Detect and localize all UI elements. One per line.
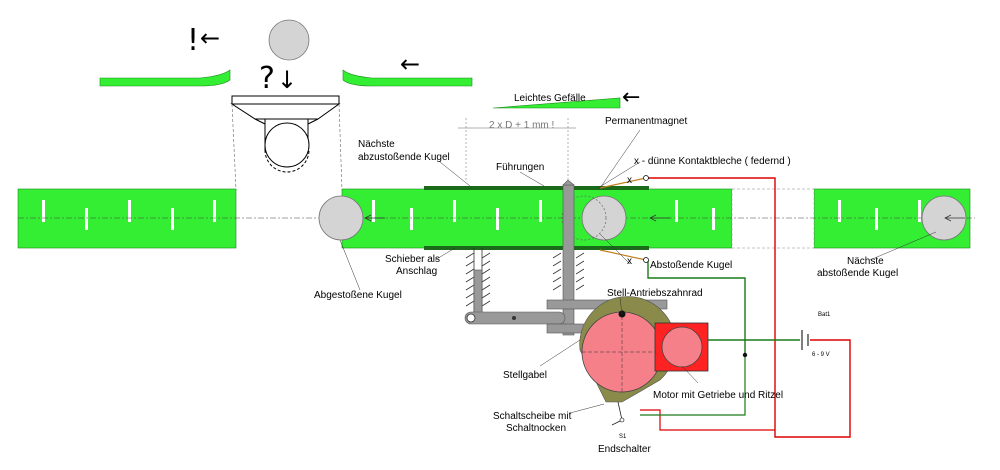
ejected-ball-label: Abgestoßene Kugel: [314, 290, 402, 301]
guides-label: Führungen: [496, 162, 544, 173]
stopper-cap: [562, 179, 575, 186]
red-wire: [648, 177, 851, 438]
motor-pinion: [661, 326, 703, 368]
down-arrow-icon: ↓: [277, 66, 297, 94]
track-segment-left: [17, 188, 237, 249]
contact-sheets-label: x - dünne Kontaktbleche ( federnd ): [634, 156, 791, 167]
next-ball-right-label-1: Nächste: [847, 256, 884, 267]
red-wire-switch: [640, 409, 775, 431]
contact-bottom: [599, 249, 647, 261]
mechanism: [464, 269, 709, 403]
end-switch-label: Endschalter: [598, 444, 651, 455]
green-wire: [647, 260, 746, 355]
wiring: [599, 175, 851, 438]
next-ball-outline: [561, 195, 607, 241]
slope-arrow-icon: ←: [622, 85, 640, 110]
linkage-pivot: [466, 313, 476, 323]
linkage-pin: [512, 316, 516, 320]
motor-label: Motor mit Getriebe und Ritzel: [653, 390, 783, 401]
drive-gear-label: Stell-Antriebszahnrad: [607, 288, 703, 299]
green-wire-switch: [640, 355, 746, 416]
left-feed-track: [99, 69, 231, 87]
contact-x-bottom: x: [627, 256, 632, 267]
guide-rail-bottom: [424, 246, 649, 250]
next-ball-label-1: Nächste: [358, 139, 395, 150]
track-arrows: [364, 214, 965, 222]
right-feed-arrow-icon: ←: [400, 50, 420, 78]
slider-label-1: Schieber als: [385, 254, 440, 265]
permanentmagnet-label: Permanentmagnet: [605, 116, 687, 127]
left-arrow-icon: ←: [200, 24, 220, 52]
slope-label: Leichtes Gefälle: [514, 93, 586, 104]
pushing-ball: [581, 195, 627, 241]
switch-disc-label-2: Schaltnocken: [506, 423, 566, 434]
leader-lines: [339, 129, 937, 414]
question-mark: ?: [259, 61, 275, 96]
dimension-label: 2 x D + 1 mm !: [489, 120, 554, 131]
feed-section: ! ← ? ↓ ← Leichtes Gefälle ←: [99, 19, 640, 191]
track-segment-middle: [341, 188, 733, 249]
switch-disc-label-1: Schaltscheibe mit: [493, 411, 572, 422]
guide-line-left: [231, 103, 237, 191]
next-ball-label-2: abzustoßende Kugel: [358, 152, 450, 163]
fork-label: Stellgabel: [503, 370, 547, 381]
guide-rail-top: [424, 186, 649, 190]
contact-top: [599, 177, 647, 189]
next-ball-right-label-2: abstoßende Kugel: [817, 268, 898, 279]
guide-line-right: [338, 103, 343, 191]
labels: Permanentmagnet Nächste abzustoßende Kug…: [314, 116, 898, 455]
battery-name: Bat1: [818, 312, 831, 318]
dimension-marker: 2 x D + 1 mm !: [458, 118, 576, 180]
stopper-post: [562, 184, 575, 336]
pushing-ball-label: Abstoßende Kugel: [650, 260, 732, 271]
slope-wedge: [492, 97, 621, 109]
ejected-ball: [318, 195, 364, 241]
main-track: [17, 179, 975, 336]
s1-label: S1: [619, 434, 627, 440]
slider-label-2: Anschlag: [396, 266, 437, 277]
funnel-body: [230, 103, 341, 120]
battery-voltage: 6 - 9 V: [812, 352, 830, 358]
right-feed-track: [342, 69, 473, 87]
funnel-neck: [254, 118, 319, 125]
exclaim-mark: !: [187, 23, 199, 58]
track-gap: [731, 188, 815, 249]
track-slots: [42, 200, 921, 230]
contact-x-top: x: [627, 175, 632, 186]
ball-in-funnel: [264, 122, 310, 168]
next-ball-right: [921, 195, 967, 241]
falling-ball: [268, 19, 310, 61]
funnel-top-plate: [231, 95, 340, 105]
